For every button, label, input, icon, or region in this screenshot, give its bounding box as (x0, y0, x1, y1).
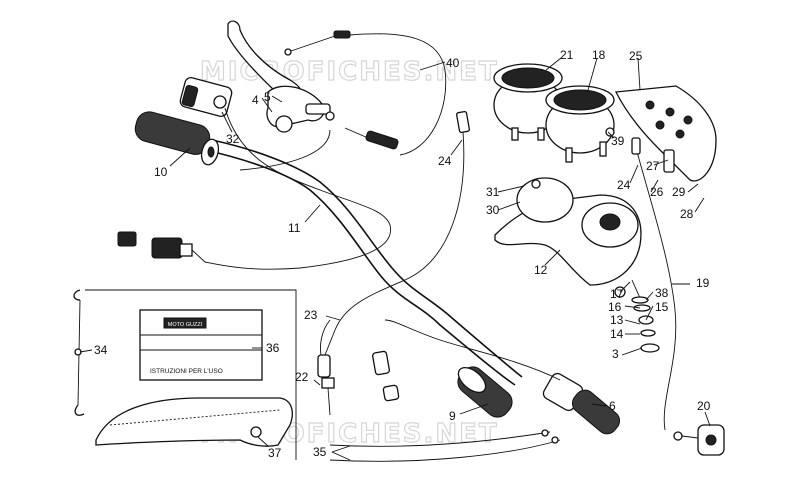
callout-19: 19 (696, 276, 710, 290)
clutch-lever (227, 20, 335, 133)
callout-23: 23 (304, 308, 318, 322)
callout-16: 16 (608, 300, 622, 314)
throttle-assembly (384, 319, 621, 435)
callout-4: 4 (252, 93, 259, 107)
callout-29: 29 (672, 185, 686, 199)
callout-26: 26 (650, 185, 664, 199)
callout-38: 38 (655, 286, 669, 300)
tool-pouch (95, 397, 293, 447)
light-switch (673, 424, 725, 456)
callout-30: 30 (486, 203, 500, 217)
callout-9: 9 (449, 409, 456, 423)
callout-11: 11 (288, 221, 301, 235)
instrument-bracket (494, 177, 642, 298)
callout-34: 34 (94, 343, 108, 357)
callout-14: 14 (610, 327, 624, 341)
leader-lines (79, 57, 711, 461)
callout-28: 28 (680, 207, 694, 221)
callout-3: 3 (612, 347, 619, 361)
callout-12: 12 (534, 263, 548, 277)
callout-35: 35 (313, 445, 327, 459)
manual-brand: MOTO GUZZI (168, 322, 203, 328)
cable-35 (329, 429, 561, 462)
callout-27: 27 (646, 159, 660, 173)
callout-31: 31 (486, 185, 500, 199)
callout-36: 36 (266, 341, 280, 355)
callout-39: 39 (611, 134, 625, 148)
callout-20: 20 (697, 399, 711, 413)
callout-5: 5 (264, 90, 271, 104)
warning-light-panel (614, 85, 717, 182)
owners-manual: MOTO GUZZI ISTRUZIONI PER L'USO (139, 309, 263, 381)
callout-25: 25 (629, 49, 643, 63)
left-switch (179, 76, 392, 270)
wire-connectors (117, 231, 206, 263)
callout-18: 18 (592, 48, 606, 62)
speedometer (493, 63, 563, 141)
callout-10: 10 (154, 165, 168, 179)
right-grip (457, 366, 513, 418)
callout-6: 6 (609, 399, 616, 413)
callout-24-right: 24 (617, 178, 631, 192)
callout-37: 37 (268, 446, 282, 460)
clutch-cable (284, 30, 447, 156)
callout-17: 17 (610, 287, 624, 301)
callout-13: 13 (610, 313, 624, 327)
tool-kit-group (73, 289, 297, 460)
throttle-cables (317, 319, 400, 416)
callout-32: 32 (226, 132, 240, 146)
callout-40: 40 (446, 56, 460, 70)
callout-21: 21 (560, 48, 574, 62)
manual-caption: ISTRUZIONI PER L'USO (150, 368, 223, 375)
callout-numbers: 40 5 4 32 10 11 24 21 18 25 39 27 24 26 … (94, 48, 711, 460)
tachometer (545, 85, 615, 163)
callout-24-left: 24 (438, 154, 452, 168)
callout-15: 15 (655, 300, 669, 314)
callout-22: 22 (295, 370, 309, 384)
left-grip (134, 111, 220, 166)
speedometer-cable (334, 110, 677, 431)
